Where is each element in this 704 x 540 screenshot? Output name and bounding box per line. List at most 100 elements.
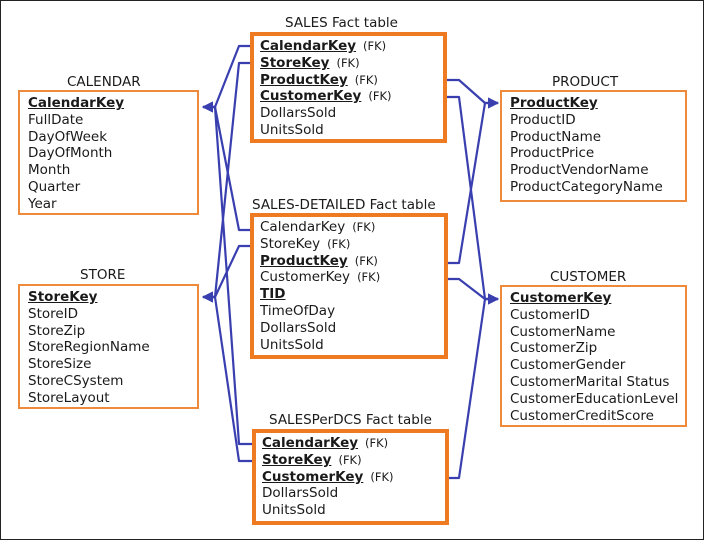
field-row: DollarsSold <box>262 485 445 502</box>
customer-table-title: CUSTOMER <box>550 269 627 285</box>
foreign-key-marker: (FK) <box>357 270 381 285</box>
foreign-key-marker: (FK) <box>370 469 394 484</box>
field-row: ProductKey(FK) <box>260 253 444 270</box>
field-row: DayOfMonth <box>28 145 197 162</box>
salesperdcs-table-title: SALESPerDCS Fact table <box>269 412 432 428</box>
field-name: ProductVendorName <box>510 162 649 179</box>
field-name: StoreZip <box>28 322 86 339</box>
field-row: CustomerID <box>510 307 685 324</box>
field-name: ProductCategoryName <box>510 178 663 195</box>
field-name: FullDate <box>28 111 84 128</box>
foreign-key-marker: (FK) <box>352 220 376 234</box>
field-row: CustomerName <box>510 324 685 341</box>
link-sales-calendar <box>201 44 252 113</box>
field-name: CustomerZip <box>510 340 598 357</box>
field-name: CalendarKey <box>260 219 346 235</box>
field-row: ProductKey <box>510 95 685 112</box>
field-row: CalendarKey (FK) <box>262 435 445 452</box>
key-field-name: StoreKey <box>260 54 330 71</box>
field-row: DollarsSold <box>260 320 444 337</box>
link-detailed-product <box>447 97 500 265</box>
field-row: StoreSize <box>28 356 197 373</box>
field-row: ProductCategoryName <box>510 179 685 196</box>
sales-detailed-table-title: SALES-DETAILED Fact table <box>252 197 436 213</box>
field-row: Month <box>28 162 197 179</box>
field-row: StoreZip <box>28 323 197 340</box>
sales-detailed-fact-table: CalendarKey(FK)StoreKey(FK)ProductKey(FK… <box>250 213 448 359</box>
field-name: CustomerKey <box>260 269 351 286</box>
field-name: StoreLayout <box>28 389 110 406</box>
field-name: CustomerID <box>510 306 590 323</box>
field-row: CustomerKey (FK) <box>260 269 444 286</box>
field-row: CustomerEducationLevel <box>510 391 685 408</box>
sales-fact-table: CalendarKey(FK)StoreKey(FK)ProductKey(FK… <box>250 32 447 143</box>
field-name: DollarsSold <box>260 105 337 122</box>
field-row: StoreLayout <box>28 390 197 407</box>
foreign-key-marker: (FK) <box>363 39 387 53</box>
field-name: CustomerMarital Status <box>510 373 670 390</box>
key-field-name: ProductKey <box>510 95 598 111</box>
field-name: Month <box>28 162 71 179</box>
key-field-name: StoreKey <box>28 289 98 305</box>
field-row: StoreKey <box>28 289 197 306</box>
foreign-key-marker: (FK) <box>336 55 360 70</box>
link-sales-product <box>447 78 500 109</box>
field-name: DollarsSold <box>260 319 337 336</box>
field-row: CalendarKey (FK) <box>260 219 444 236</box>
field-row: Year <box>28 196 197 213</box>
key-field-name: StoreKey <box>262 451 332 468</box>
field-row: StoreID <box>28 306 197 323</box>
field-name: DayOfWeek <box>28 128 108 145</box>
key-field-name: CustomerKey <box>260 88 362 105</box>
field-row: UnitsSold <box>262 502 445 519</box>
key-field-name: CalendarKey <box>260 38 357 54</box>
link-perdcs-store <box>201 291 252 463</box>
key-field-name: ProductKey <box>260 71 348 88</box>
key-field-name: TID <box>260 286 286 303</box>
field-name: Year <box>28 195 57 212</box>
field-name: StoreRegionName <box>28 339 150 356</box>
field-row: UnitsSold <box>260 337 444 354</box>
field-row: StoreKey (FK) <box>260 55 443 72</box>
field-row: CustomerCreditScore <box>510 408 685 425</box>
field-row: CustomerKey(FK) <box>260 88 443 105</box>
sales-table-title: SALES Fact table <box>285 15 398 31</box>
field-row: Quarter <box>28 179 197 196</box>
field-row: TID <box>260 286 444 303</box>
field-name: ProductID <box>510 111 576 128</box>
field-row: ProductPrice <box>510 145 685 162</box>
foreign-key-marker: (FK) <box>365 436 389 450</box>
key-field-name: CalendarKey <box>262 435 359 451</box>
field-row: CustomerMarital Status <box>510 374 685 391</box>
field-row: UnitsSold <box>260 122 443 139</box>
field-name: UnitsSold <box>260 336 324 353</box>
field-name: Quarter <box>28 178 81 195</box>
field-name: CustomerEducationLevel <box>510 390 679 407</box>
link-perdcs-calendar <box>201 101 252 446</box>
field-row: DayOfWeek <box>28 129 197 146</box>
link-perdcs-customer <box>447 293 500 480</box>
key-field-name: CustomerKey <box>510 290 612 306</box>
field-row: StoreKey(FK) <box>260 236 444 253</box>
field-row: CalendarKey <box>28 95 197 112</box>
foreign-key-marker: (FK) <box>354 253 378 268</box>
field-row: ProductKey(FK) <box>260 72 443 89</box>
field-row: CustomerZip <box>510 340 685 357</box>
key-field-name: CalendarKey <box>28 95 125 111</box>
field-row: CustomerKey <box>510 290 685 307</box>
field-row: StoreCSystem <box>28 373 197 390</box>
field-name: UnitsSold <box>260 121 324 138</box>
field-row: TimeOfDay <box>260 303 444 320</box>
field-name: ProductPrice <box>510 145 595 162</box>
field-name: CustomerName <box>510 323 616 340</box>
field-row: CustomerKey(FK) <box>262 469 445 486</box>
field-row: CustomerGender <box>510 357 685 374</box>
field-name: UnitsSold <box>262 502 326 519</box>
field-row: ProductName <box>510 129 685 146</box>
